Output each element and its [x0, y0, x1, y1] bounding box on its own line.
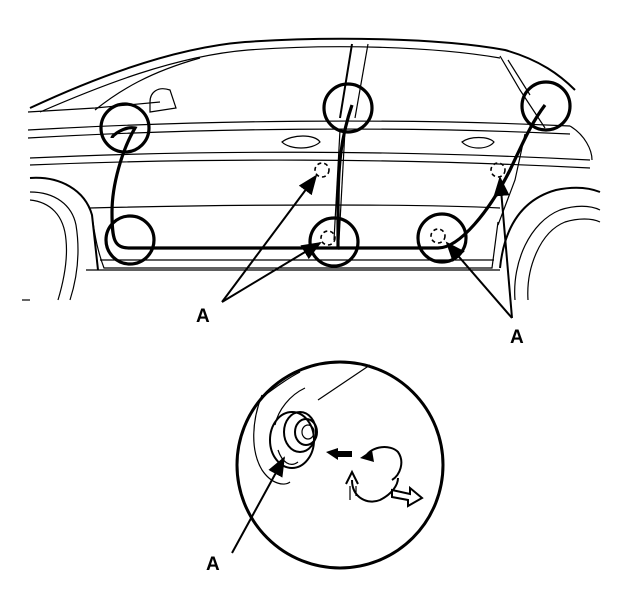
- label-a-rear: A: [510, 327, 524, 348]
- clip-location-center-upper: [314, 162, 330, 178]
- car-body-outline: [22, 37, 601, 301]
- highlight-circle-center-upper: [322, 82, 374, 134]
- clip-locations: [314, 162, 506, 246]
- clip-location-center-lower: [320, 230, 336, 246]
- weatherstrip-clip-icon: [269, 411, 318, 469]
- rotate-arrow-icon: [345, 446, 403, 503]
- highlight-circle-rear-lower: [416, 212, 468, 264]
- highlight-circle-front-upper: [99, 102, 151, 154]
- clip-location-rear-lower: [430, 228, 446, 244]
- push-arrow-icon: [326, 448, 352, 460]
- leader-arrows: [221, 174, 513, 319]
- clip-location-rear-upper: [490, 162, 506, 178]
- detail-view: [231, 360, 445, 570]
- pull-out-arrow-icon: [391, 485, 424, 508]
- label-a-front: A: [196, 306, 210, 327]
- highlight-circle-front-lower: [104, 214, 156, 266]
- weatherstrip-route: [110, 104, 547, 250]
- highlight-circle-rear-upper: [520, 80, 572, 132]
- label-a-detail: A: [206, 554, 220, 575]
- highlight-circle-center-lower: [308, 216, 360, 268]
